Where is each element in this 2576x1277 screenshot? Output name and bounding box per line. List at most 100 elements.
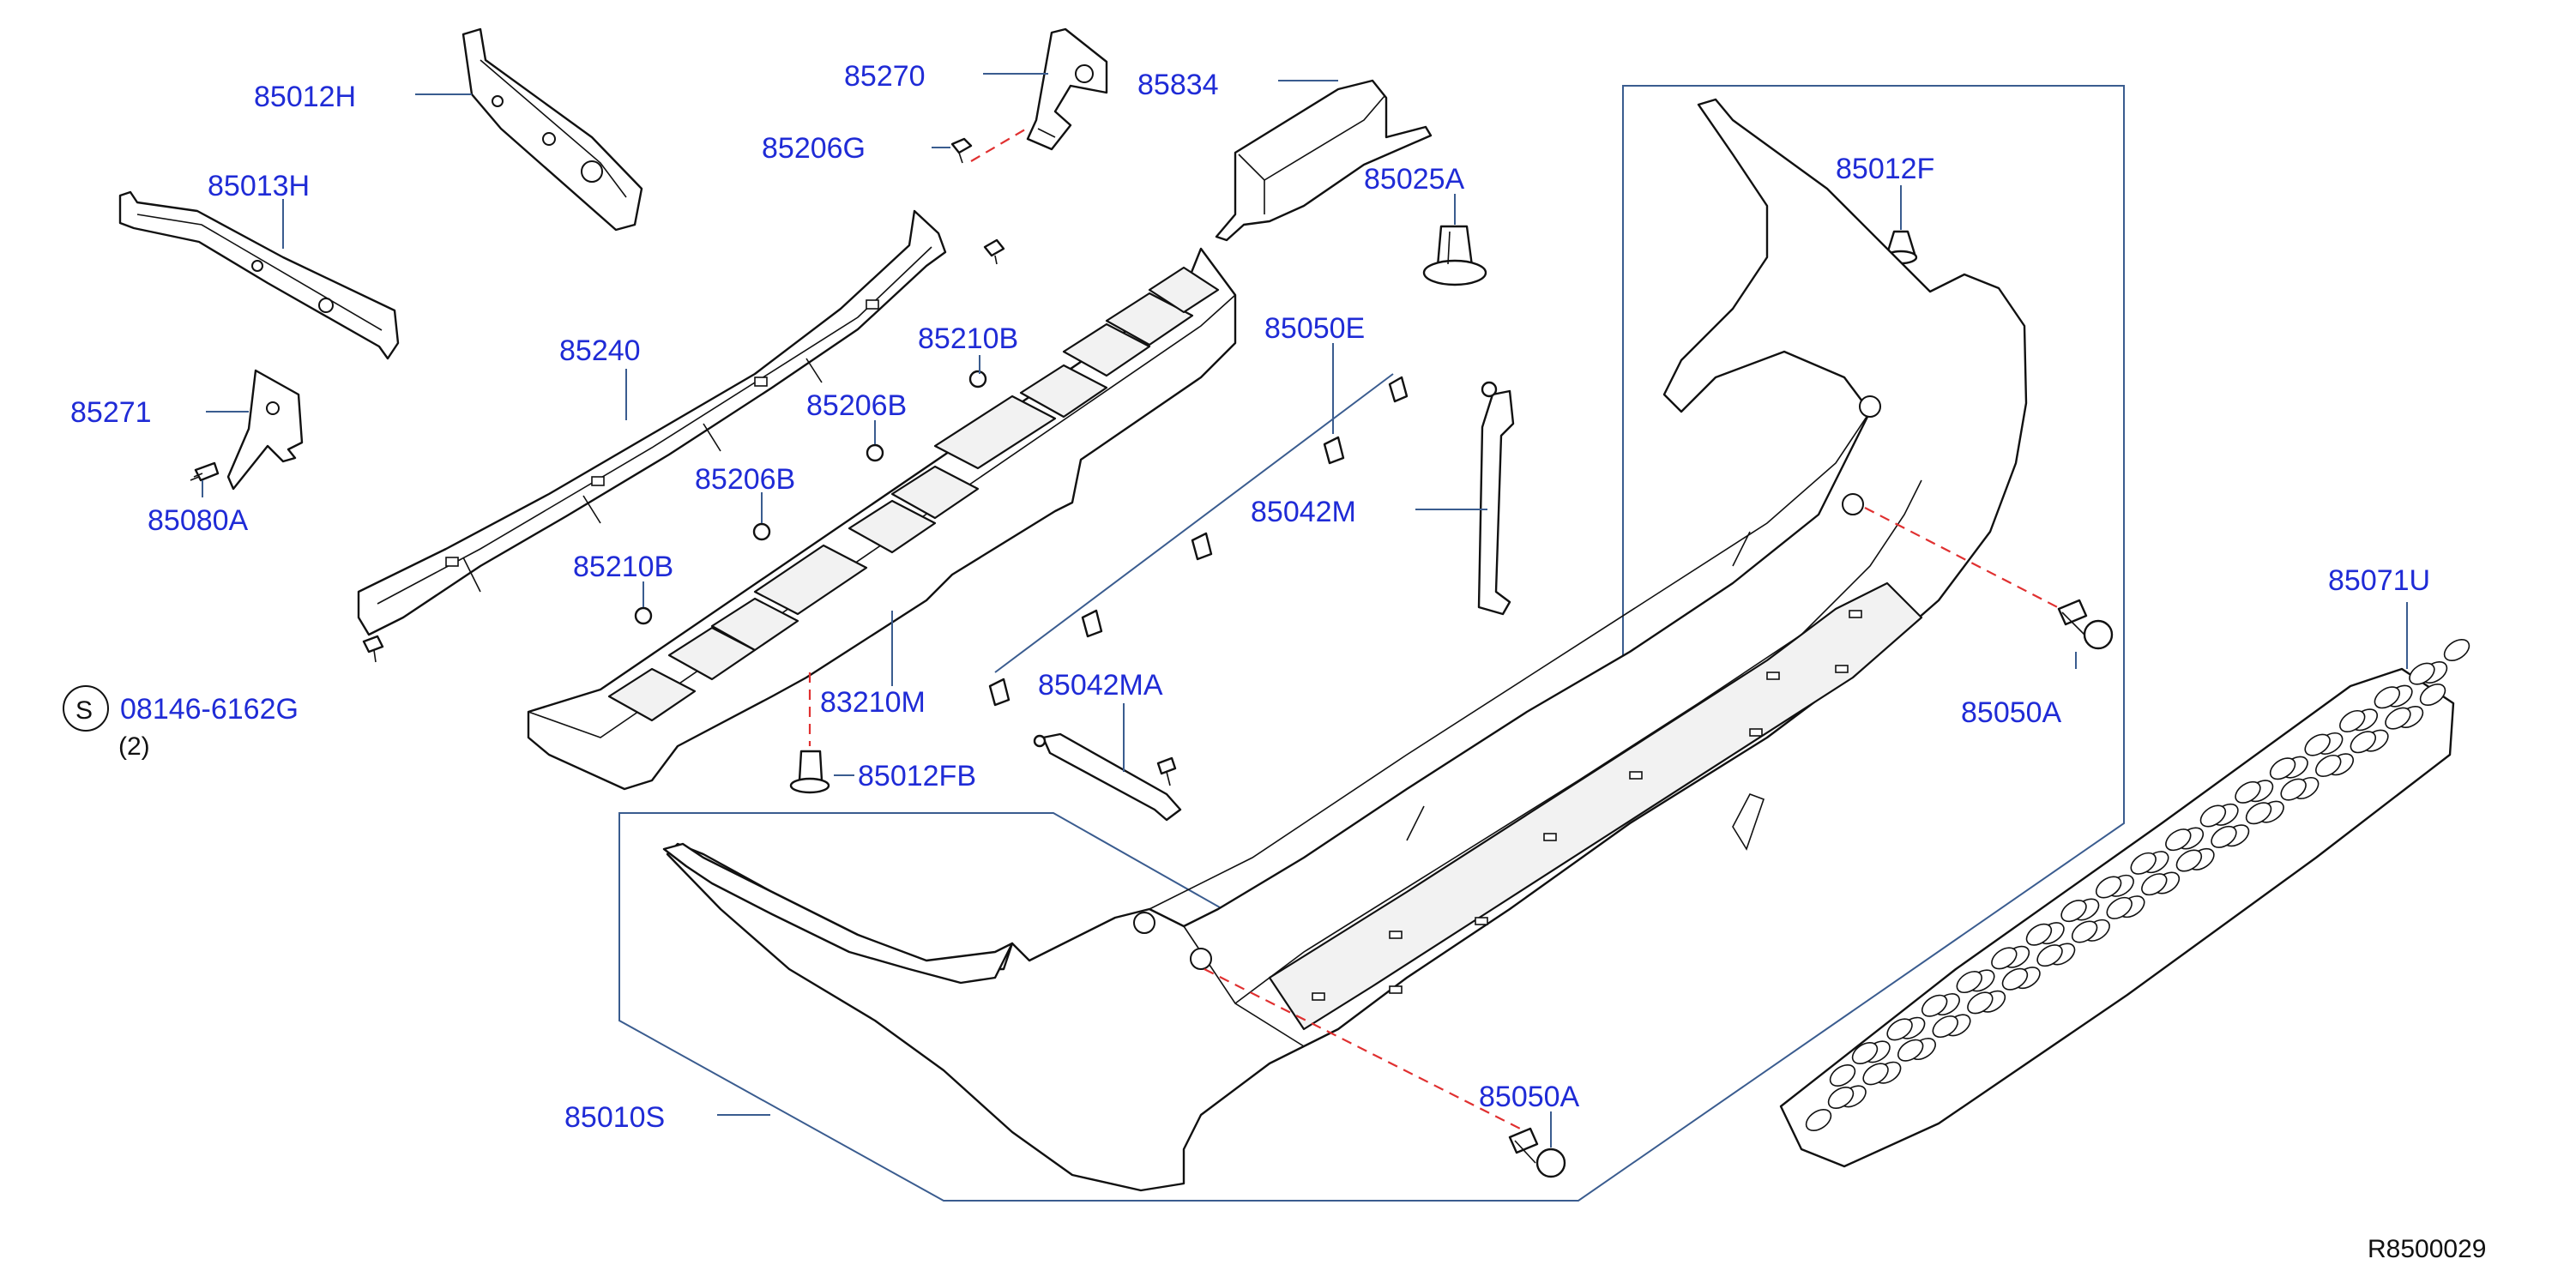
dash-85206g bbox=[970, 126, 1030, 162]
step-plate-cell bbox=[1967, 991, 1994, 1015]
nut-85210b-a bbox=[968, 370, 987, 389]
reference-code: R8500029 bbox=[2368, 1235, 2486, 1263]
label-85050e: 85050E bbox=[1264, 312, 1365, 345]
step-plate-cell bbox=[2165, 828, 2192, 852]
screw-08146 bbox=[362, 635, 384, 663]
step-plate-cell bbox=[1897, 1039, 1924, 1062]
step-plate-cell bbox=[2071, 920, 2098, 943]
label-85240: 85240 bbox=[559, 334, 641, 367]
absorber-83210m bbox=[527, 247, 1237, 791]
step-plate-cell bbox=[2095, 876, 2122, 899]
retainer-85050e-3 bbox=[1191, 532, 1213, 561]
retainer-line-85050e bbox=[994, 373, 1394, 673]
reinforcement-85240 bbox=[357, 209, 947, 636]
screw-85042ma bbox=[1156, 756, 1177, 786]
label-85834: 85834 bbox=[1137, 69, 1219, 101]
step-plate-cell bbox=[2130, 852, 2157, 875]
step-plate-cell bbox=[2199, 804, 2227, 828]
label-85210b-a: 85210B bbox=[918, 322, 1018, 355]
step-plate-cells bbox=[1805, 639, 2470, 1131]
label-85013h: 85013H bbox=[208, 170, 310, 202]
step-plate-cell bbox=[2141, 873, 2168, 896]
bumper-fascia-85010s bbox=[662, 98, 2028, 1192]
step-plate-cell bbox=[2036, 944, 2063, 967]
screw-symbol-circle bbox=[63, 685, 109, 732]
leader-lines bbox=[202, 73, 2408, 1147]
step-plate-85071u bbox=[1779, 639, 2470, 1168]
retainer-85050e-5 bbox=[988, 678, 1010, 707]
step-plate-cell bbox=[2175, 849, 2203, 872]
bracket-85013h bbox=[118, 190, 400, 360]
label-85270: 85270 bbox=[844, 60, 926, 93]
step-plate-cell bbox=[1956, 971, 1982, 994]
label-85012fb: 85012FB bbox=[858, 760, 976, 792]
step-plate-cell bbox=[1862, 1063, 1889, 1086]
label-85206b-b: 85206B bbox=[695, 463, 795, 496]
label-85025a: 85025A bbox=[1364, 163, 1465, 196]
step-plate-cell bbox=[2211, 825, 2237, 848]
screw-85080a bbox=[190, 461, 220, 482]
bracket-85042ma bbox=[1033, 732, 1182, 822]
assembly-frame bbox=[618, 85, 2125, 1202]
dash-85050a-left bbox=[1204, 968, 1528, 1133]
bracket-85271 bbox=[226, 369, 304, 491]
label-85042ma: 85042MA bbox=[1038, 669, 1163, 702]
bracket-85042m bbox=[1477, 381, 1515, 616]
label-85071u: 85071U bbox=[2328, 564, 2430, 597]
bolt-85050a-left bbox=[1508, 1127, 1566, 1178]
duct-85834 bbox=[1215, 79, 1433, 242]
step-plate-cell bbox=[1991, 947, 2018, 970]
pin-85025a bbox=[1422, 225, 1487, 286]
step-plate-cell bbox=[2385, 707, 2411, 730]
step-plate-cell bbox=[2001, 967, 2029, 991]
dash-85050a-right bbox=[1864, 507, 2072, 615]
step-plate-cell bbox=[1921, 994, 1948, 1017]
step-plate-cell bbox=[2315, 754, 2342, 777]
nut-85210b-b bbox=[634, 606, 653, 625]
bolt-85050a-right bbox=[2057, 599, 2114, 650]
nut-85206b-a bbox=[866, 443, 884, 462]
label-85050a-left: 85050A bbox=[1479, 1081, 1580, 1113]
label-85210b-b: 85210B bbox=[573, 551, 673, 583]
step-plate-cell bbox=[2304, 733, 2331, 756]
step-plate-cell bbox=[2419, 684, 2446, 706]
clip-85012f bbox=[1884, 230, 1918, 265]
step-plate-cell bbox=[2350, 731, 2377, 754]
retainer-85050e-2 bbox=[1323, 436, 1345, 465]
step-plate-cell bbox=[1805, 1109, 1832, 1131]
step-plate-cell bbox=[1827, 1087, 1855, 1109]
nut-85206b-b bbox=[752, 522, 771, 541]
step-plate-cell bbox=[2443, 639, 2470, 661]
step-plate-cell bbox=[2245, 802, 2272, 825]
label-screw-qty: (2) bbox=[118, 732, 150, 761]
label-85080a: 85080A bbox=[148, 504, 249, 537]
label-screw-part: 08146-6162G bbox=[120, 693, 299, 726]
step-plate-cell bbox=[2409, 662, 2435, 685]
step-plate-cell bbox=[1886, 1018, 1913, 1041]
screw-symbol: S bbox=[75, 696, 93, 725]
label-85042m: 85042M bbox=[1251, 496, 1356, 528]
step-plate-cell bbox=[1829, 1064, 1856, 1087]
clip-85210b-top bbox=[983, 238, 1005, 265]
part-labels: 85012H 85013H 85271 85080A 85270 85206G … bbox=[63, 60, 2486, 1263]
label-85206b-a: 85206B bbox=[806, 389, 907, 422]
step-plate-cell bbox=[2269, 757, 2296, 780]
step-plate-cell bbox=[2339, 709, 2366, 732]
step-plate-cell bbox=[1932, 1015, 1958, 1039]
step-plate-cell bbox=[2106, 896, 2133, 919]
step-plate-cell bbox=[2235, 780, 2261, 804]
retainer-85050e-4 bbox=[1081, 609, 1103, 638]
step-plate-cell bbox=[2060, 900, 2087, 923]
label-85012h: 85012H bbox=[254, 81, 356, 113]
clip-85012fb bbox=[789, 750, 830, 794]
label-85012f: 85012F bbox=[1836, 153, 1934, 185]
step-plate-cell bbox=[2280, 778, 2307, 801]
label-85271: 85271 bbox=[70, 396, 152, 429]
step-plate-cell bbox=[1851, 1042, 1879, 1064]
bracket-85270 bbox=[1026, 27, 1108, 151]
clip-85206g bbox=[950, 137, 973, 164]
label-85010s: 85010S bbox=[564, 1101, 665, 1134]
label-85050a-right: 85050A bbox=[1961, 696, 2062, 729]
